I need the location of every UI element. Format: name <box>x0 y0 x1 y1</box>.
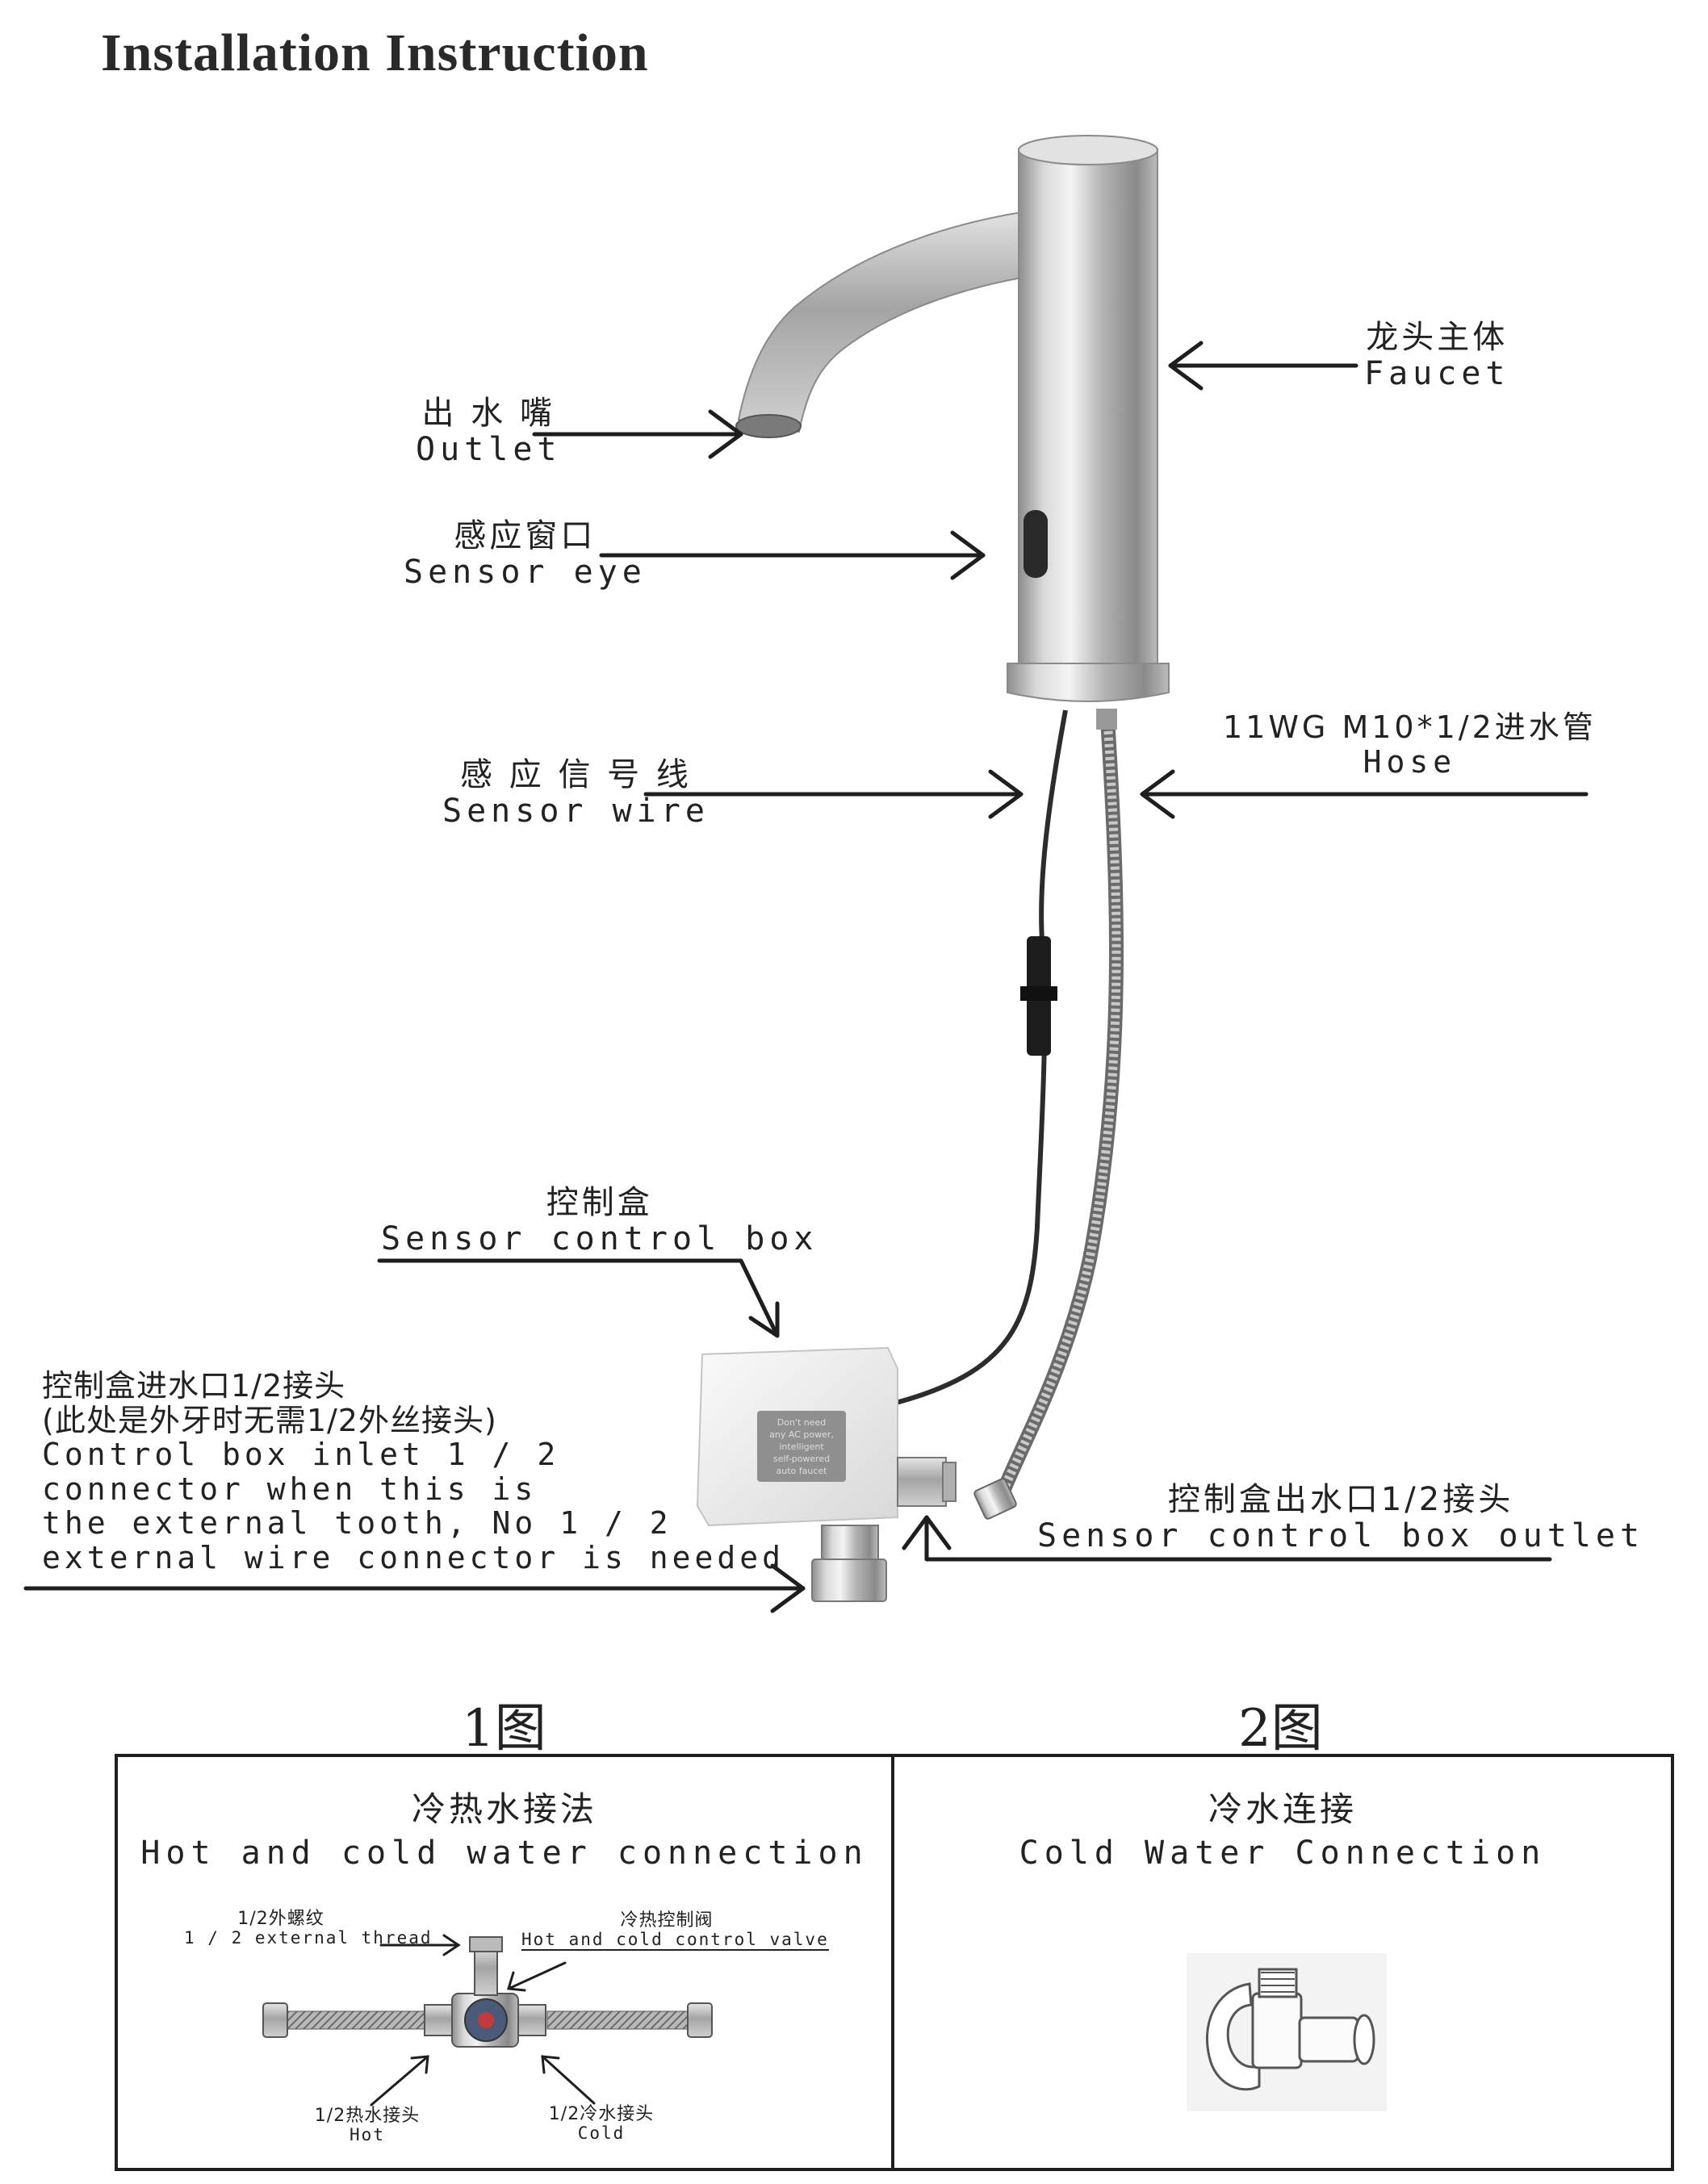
faucet-illustration <box>735 135 1170 702</box>
page-title: Installation Instruction <box>101 23 649 82</box>
sensor-wire-cable <box>895 709 1068 1405</box>
label-cold-connector: 1/2冷水接头 Cold <box>548 2104 655 2144</box>
label-faucet: 龙头主体 Faucet <box>1364 319 1510 392</box>
sticker-line: self-powered <box>773 1454 830 1464</box>
control-box-sticker <box>757 1411 846 1482</box>
box-outlet-fitting <box>897 1457 947 1507</box>
label-control-valve: 冷热控制阀 Hot and cold control valve <box>521 1910 829 1952</box>
sensor-eye-window <box>1024 510 1048 578</box>
angle-valve-illustration <box>1187 1953 1387 2111</box>
hose-braided <box>992 718 1124 1504</box>
faucet-body <box>1018 149 1158 667</box>
label-outlet: 出 水 嘴 Outlet <box>416 395 562 468</box>
figure-1-number: 1图 <box>462 1699 546 1759</box>
figure-2-number: 2图 <box>1238 1699 1323 1759</box>
label-control-box: 控制盒 Sensor control box <box>381 1184 818 1257</box>
figure-1-title: 冷热水接法 Hot and cold water connection <box>140 1789 869 1872</box>
hose-nut <box>973 1478 1017 1520</box>
faucet-top <box>1018 135 1158 165</box>
faucet-spout <box>737 204 1074 433</box>
label-control-box-outlet: 控制盒出水口1/2接头 Sensor control box outlet <box>1037 1481 1645 1554</box>
sticker-line: intelligent <box>779 1441 824 1452</box>
figure-2-title: 冷水连接 Cold Water Connection <box>1019 1789 1547 1872</box>
sticker-line: auto faucet <box>777 1466 828 1476</box>
faucet-base <box>1007 663 1170 702</box>
label-control-box-inlet: 控制盒进水口1/2接头 (此处是外牙时无需1/2外丝接头) Control bo… <box>42 1368 785 1575</box>
label-external-thread: 1/2外螺纹 1 / 2 external thread <box>184 1909 433 1948</box>
mixing-valve-illustration <box>262 1936 713 2048</box>
figure-panels <box>115 1754 1674 2171</box>
label-hot-connector: 1/2热水接头 Hot <box>314 2106 421 2145</box>
sticker-line: any AC power, <box>769 1429 834 1440</box>
label-hose: 11WG M10*1/2进水管 Hose <box>1223 709 1597 780</box>
faucet-outlet-tip <box>735 414 802 438</box>
label-sensor-wire: 感 应 信 号 线 Sensor wire <box>442 756 710 830</box>
control-box-illustration: Don't need any AC power, intelligent sel… <box>696 1346 957 1602</box>
sticker-line: Don't need <box>777 1417 827 1428</box>
label-sensor-eye: 感应窗口 Sensor eye <box>404 517 647 591</box>
box-inlet-fitting <box>821 1525 879 1562</box>
